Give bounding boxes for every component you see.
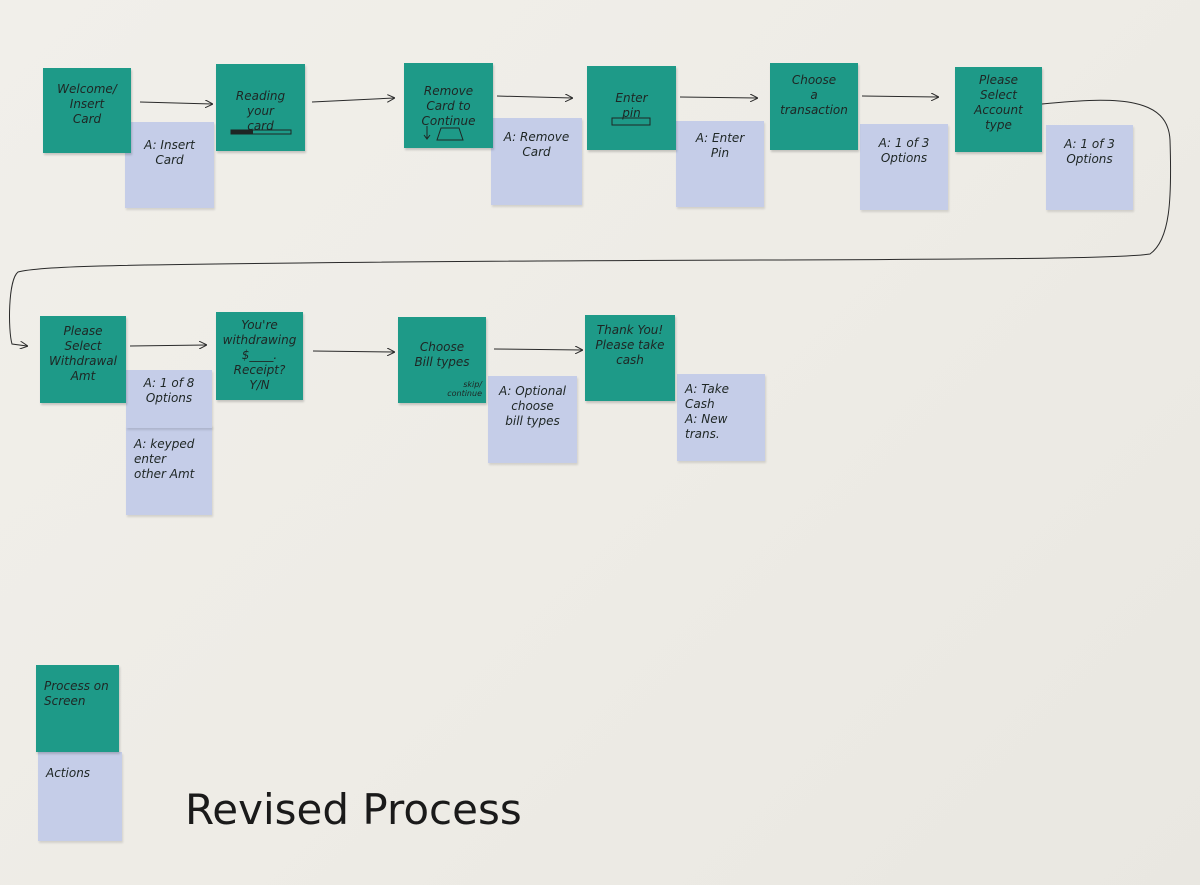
- flow-arrow: [312, 351, 394, 352]
- action-note-transaction-options: A: 1 of 3 Options: [860, 124, 948, 210]
- pin-field-sketch-icon: [611, 117, 650, 126]
- screen-note-choose-transaction: Choose a transaction: [770, 63, 858, 150]
- flow-arrow: [129, 345, 206, 346]
- diagram-title: Revised Process: [185, 785, 522, 834]
- action-note-keyed-amount: A: keyped enter other Amt: [126, 425, 212, 515]
- legend-screen-note: Process on Screen: [36, 665, 119, 752]
- flow-arrow: [311, 98, 394, 103]
- flow-arrow: [496, 96, 572, 98]
- screen-note-select-amount: Please Select Withdrawal Amt: [40, 316, 126, 403]
- screen-note-enter-pin-label: Enter pin: [615, 91, 648, 120]
- screen-note-remove-card-label: Remove Card to Continue: [421, 84, 476, 128]
- action-note-take-cash: A: Take Cash A: New trans.: [677, 374, 765, 461]
- flow-arrow: [679, 97, 757, 98]
- screen-note-choose-bill-types-label: Choose Bill types: [414, 340, 470, 369]
- screen-note-thank-you: Thank You! Please take cash: [585, 315, 675, 401]
- screen-note-reading-card: Reading your card: [216, 64, 305, 151]
- action-note-optional-bill-types: A: Optional choose bill types: [488, 376, 577, 463]
- action-note-enter-pin: A: Enter Pin: [676, 121, 764, 207]
- screen-note-enter-pin: Enter pin: [587, 66, 676, 150]
- action-note-insert-card: A: Insert Card: [125, 122, 214, 208]
- screen-note-choose-bill-types: Choose Bill types skip/ continue: [398, 317, 486, 403]
- flow-arrow: [139, 102, 212, 104]
- action-note-account-options: A: 1 of 3 Options: [1046, 125, 1133, 210]
- flow-arrow: [861, 96, 938, 97]
- screen-note-withdrawing: You're withdrawing $____. Receipt? Y/N: [216, 312, 303, 400]
- screen-note-welcome: Welcome/ Insert Card: [43, 68, 131, 153]
- action-note-remove-card: A: Remove Card: [491, 118, 582, 205]
- legend-actions-note: Actions: [38, 752, 122, 841]
- card-sketch-icon: [230, 129, 291, 135]
- card-slot-sketch-icon: [423, 126, 464, 141]
- flow-arrow: [493, 349, 582, 350]
- screen-note-remove-card: Remove Card to Continue: [404, 63, 493, 148]
- action-note-amount-options: A: 1 of 8 Options: [126, 370, 212, 428]
- screen-note-select-account: Please Select Account type: [955, 67, 1042, 152]
- skip-continue-subnote: skip/ continue: [447, 380, 482, 399]
